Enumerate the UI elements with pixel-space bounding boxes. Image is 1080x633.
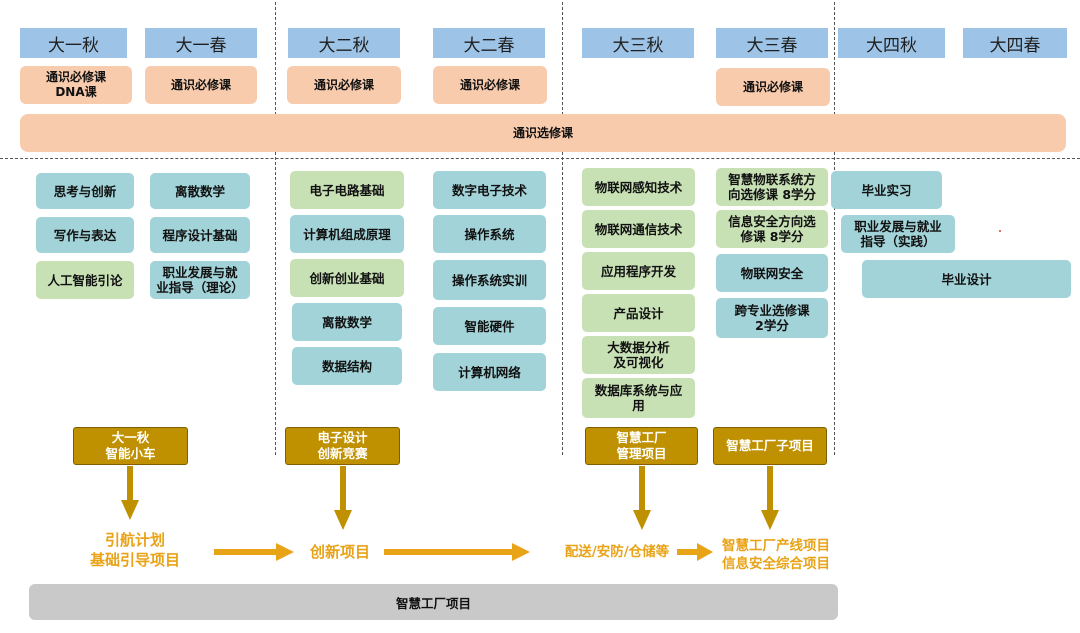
divider-year3-year4 (834, 2, 835, 455)
course-box: 写作与表达 (36, 217, 134, 253)
flow-label: 配送/安防/仓储等 (564, 544, 670, 560)
divider-year1-year2 (275, 2, 276, 455)
course-box: 物联网安全 (716, 254, 828, 292)
semester-header: 大三春 (716, 28, 828, 58)
course-box: 职业发展与就 业指导（理论） (150, 261, 250, 299)
semester-header: 大一秋 (20, 28, 127, 58)
semester-header: 大二秋 (288, 28, 400, 58)
required-course: 通识必修课 (145, 66, 257, 104)
course-box: 应用程序开发 (582, 252, 695, 290)
semester-header: 大一春 (145, 28, 257, 58)
course-box: 计算机组成原理 (290, 215, 404, 253)
divider-horizontal (0, 158, 1080, 159)
flow-label: 引航计划 基础引导项目 (89, 531, 180, 569)
course-box: 计算机网络 (433, 353, 546, 391)
course-box: 毕业设计 (862, 260, 1071, 298)
course-box: 职业发展与就业 指导（实践） (841, 215, 955, 253)
required-course: 通识必修课 (716, 68, 830, 106)
course-box: 操作系统 (433, 215, 546, 253)
course-box: 数字电子技术 (433, 171, 546, 209)
course-box: 大数据分析 及可视化 (582, 336, 695, 374)
course-box: 信息安全方向选 修课 8学分 (716, 210, 828, 248)
required-course: 通识必修课 DNA课 (20, 66, 132, 104)
course-box: 电子电路基础 (290, 171, 404, 209)
flow-label: 创新项目 (309, 543, 370, 561)
divider-year2-year3 (562, 2, 563, 455)
semester-header: 大三秋 (582, 28, 694, 58)
course-box: 物联网通信技术 (582, 210, 695, 248)
course-box: 智能硬件 (433, 307, 546, 345)
course-box: 思考与创新 (36, 173, 134, 209)
course-box: 离散数学 (150, 173, 250, 209)
project-box: 智慧工厂子项目 (713, 427, 827, 465)
flow-label: 智慧工厂产线项目 信息安全综合项目 (722, 538, 830, 572)
course-box: 创新创业基础 (290, 259, 404, 297)
course-box: 跨专业选修课 2学分 (716, 298, 828, 338)
semester-header: 大四秋 (838, 28, 945, 58)
semester-header: 大四春 (963, 28, 1067, 58)
required-course: 通识必修课 (287, 66, 401, 104)
course-box: 人工智能引论 (36, 261, 134, 299)
course-box: 产品设计 (582, 294, 695, 332)
course-box: 程序设计基础 (150, 217, 250, 253)
course-box: 离散数学 (292, 303, 402, 341)
project-box: 大一秋 智能小车 (73, 427, 188, 465)
course-box: 智慧物联系统方 向选修课 8学分 (716, 168, 828, 206)
semester-header: 大二春 (433, 28, 545, 58)
course-box: 毕业实习 (831, 171, 942, 209)
general-elective-bar: 通识选修课 (20, 114, 1066, 152)
course-box: 操作系统实训 (433, 260, 546, 300)
project-box: 智慧工厂 管理项目 (585, 427, 698, 465)
required-course: 通识必修课 (433, 66, 547, 104)
footer-bar: 智慧工厂项目 (29, 584, 838, 620)
project-box: 电子设计 创新竞赛 (285, 427, 400, 465)
course-box: 物联网感知技术 (582, 168, 695, 206)
course-box: 数据库系统与应 用 (582, 378, 695, 418)
course-box: 数据结构 (292, 347, 402, 385)
